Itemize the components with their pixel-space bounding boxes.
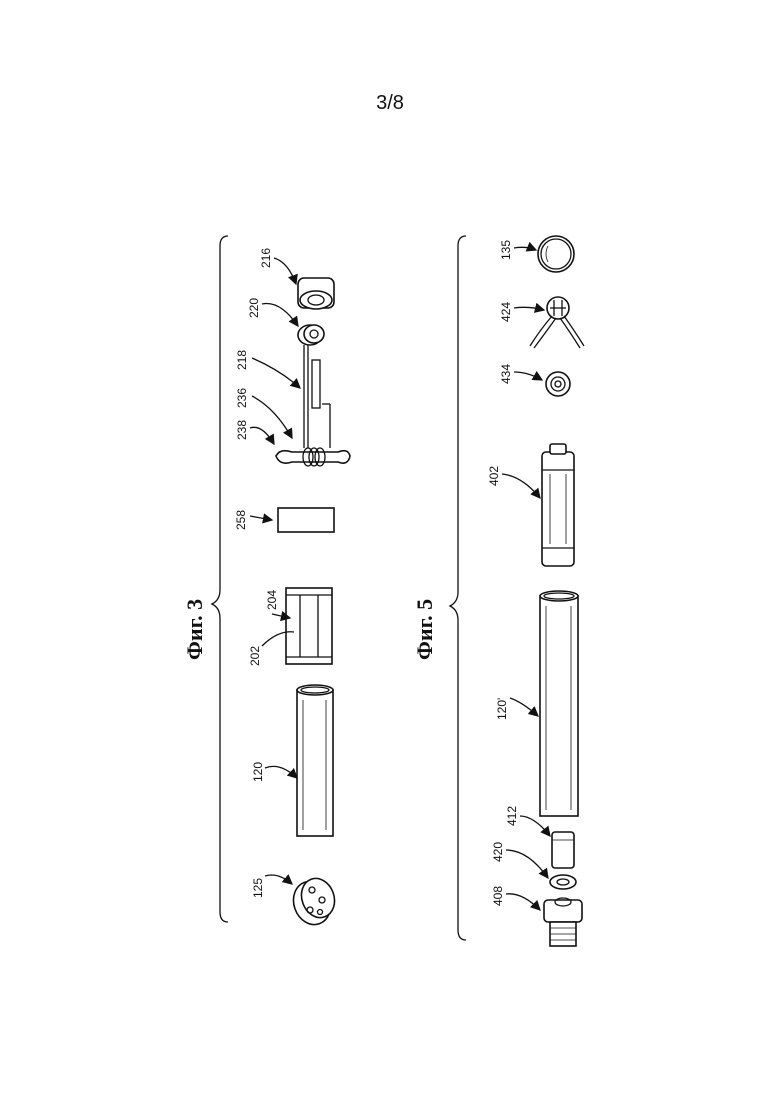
part-402-battery: [542, 444, 574, 566]
fig5-brace: [450, 236, 466, 940]
label-420: 420: [491, 842, 505, 862]
label-125: 125: [251, 878, 265, 898]
part-125-end-cap: [288, 874, 340, 930]
fig5-caption: Фиг. 5: [412, 599, 437, 660]
label-135: 135: [499, 240, 513, 260]
part-220-washer: [298, 325, 324, 345]
label-236: 236: [235, 388, 249, 408]
fig3-caption: Фиг. 3: [182, 599, 207, 660]
label-216: 216: [259, 248, 273, 268]
label-408: 408: [491, 886, 505, 906]
part-424-clip: [530, 297, 584, 348]
part-202-204-wick: [286, 588, 332, 664]
label-258: 258: [234, 510, 248, 530]
label-238: 238: [235, 420, 249, 440]
label-120: 120: [251, 762, 265, 782]
part-258-block: [278, 508, 334, 532]
label-202: 202: [248, 646, 262, 666]
label-218: 218: [235, 350, 249, 370]
part-135-lens: [538, 236, 574, 272]
figure-3: Фиг. 3 125 120 204: [182, 236, 350, 930]
label-424: 424: [499, 302, 513, 322]
figure-5: Фиг. 5 408 420 412: [412, 236, 584, 946]
label-220: 220: [247, 298, 261, 318]
part-420-ring: [550, 875, 576, 889]
label-120-prime: 120': [495, 698, 509, 720]
label-412: 412: [505, 806, 519, 826]
part-408-threaded-connector: [544, 898, 582, 946]
part-120-tube: [297, 685, 333, 836]
label-204: 204: [265, 590, 279, 610]
part-412-sleeve: [552, 832, 574, 868]
fig3-brace: [212, 236, 228, 922]
part-216-cap: [298, 278, 334, 309]
part-120-prime-tube: [540, 591, 578, 816]
part-434-button: [546, 372, 570, 396]
part-238-236-heater-assembly: [276, 345, 350, 466]
label-434: 434: [499, 364, 513, 384]
label-402: 402: [487, 466, 501, 486]
